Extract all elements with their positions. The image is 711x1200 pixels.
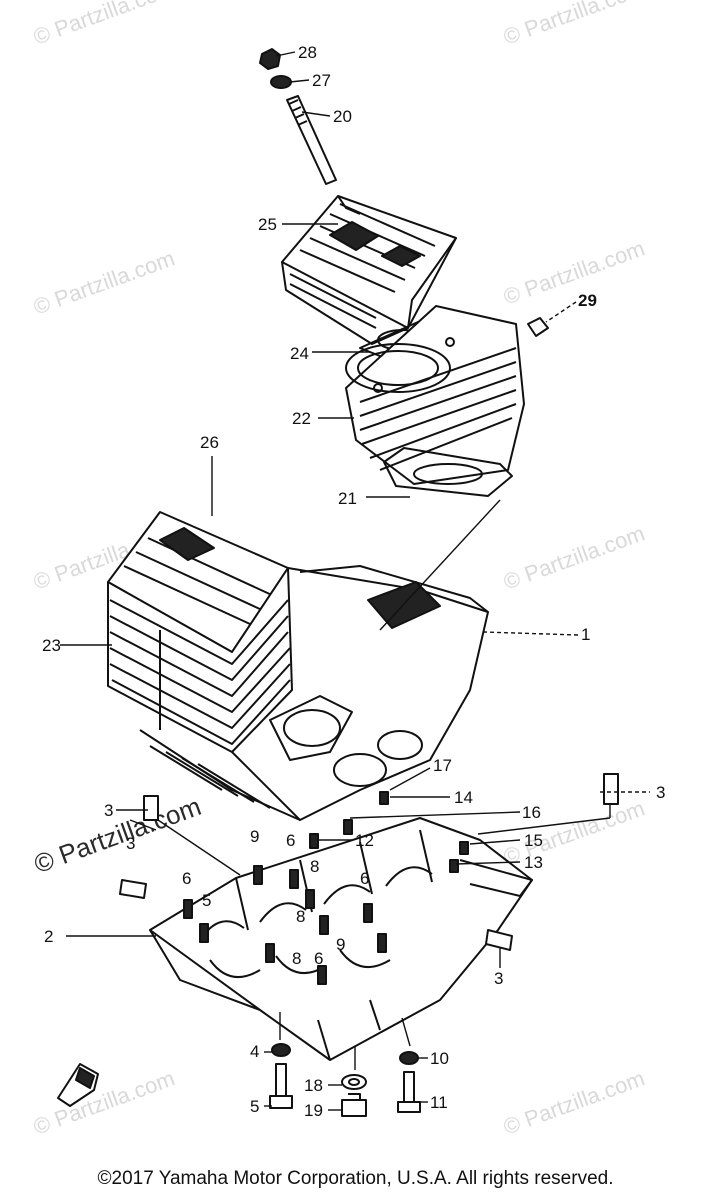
callout-6: 6 — [314, 949, 324, 968]
callout-18: 18 — [304, 1076, 323, 1095]
callout-16: 16 — [522, 803, 541, 822]
callout-8: 8 — [296, 907, 306, 926]
nut-28 — [259, 48, 281, 70]
washer-4 — [271, 1043, 291, 1057]
callout-22: 22 — [292, 409, 311, 428]
callout-4: 4 — [250, 1042, 260, 1061]
callout-27: 27 — [312, 71, 331, 90]
cylinder-head-25 — [281, 195, 457, 345]
crankcase-lower-2 — [149, 817, 533, 1061]
callout-25: 25 — [258, 215, 277, 234]
callout-28: 28 — [298, 43, 317, 62]
callout-14: 14 — [454, 788, 473, 807]
callout-21: 21 — [338, 489, 357, 508]
callout-13: 13 — [524, 853, 543, 872]
base-gasket-21 — [383, 447, 513, 497]
front-arrow-icon — [57, 1063, 99, 1107]
callout-3: 3 — [104, 801, 114, 820]
callout-24: 24 — [290, 344, 309, 363]
callout-11: 11 — [430, 1093, 448, 1112]
copyright-notice: ©2017 Yamaha Motor Corporation, U.S.A. A… — [97, 1168, 614, 1189]
callout-1: 1 — [581, 625, 591, 644]
plug-29 — [527, 317, 549, 337]
callout-6: 6 — [286, 831, 296, 850]
callout-9: 9 — [250, 827, 260, 846]
callout-9: 9 — [336, 935, 346, 954]
callout-23: 23 — [42, 636, 61, 655]
leader-lines — [60, 51, 650, 1111]
cylinder-22 — [345, 305, 525, 485]
bolt-cluster — [183, 791, 469, 985]
callout-3: 3 — [656, 783, 666, 802]
cylinder-23 — [107, 567, 293, 753]
callout-26: 26 — [200, 433, 219, 452]
callout-12: 12 — [355, 831, 374, 850]
callout-10: 10 — [430, 1049, 449, 1068]
callout-5: 5 — [250, 1097, 260, 1116]
callout-17: 17 — [433, 756, 452, 775]
callout-19: 19 — [304, 1101, 323, 1120]
callout-6: 6 — [182, 869, 192, 888]
callout-6: 6 — [360, 869, 370, 888]
callout-3: 3 — [494, 969, 504, 988]
drain-plug-19 — [341, 1093, 367, 1117]
callout-5: 5 — [202, 891, 212, 910]
callout-8: 8 — [310, 857, 320, 876]
bolt-5 — [269, 1063, 293, 1109]
callout-3: 3 — [126, 834, 136, 853]
washer-10 — [399, 1051, 419, 1065]
callout-15: 15 — [524, 831, 543, 850]
callout-8: 8 — [292, 949, 302, 968]
bolt-11 — [397, 1071, 421, 1113]
callout-2: 2 — [44, 927, 54, 946]
washer-27 — [270, 75, 292, 89]
washer-18 — [341, 1074, 367, 1090]
callout-29: 29 — [578, 291, 597, 310]
dowel-pins-3 — [119, 773, 619, 951]
stud-20 — [286, 95, 337, 185]
callout-20: 20 — [333, 107, 352, 126]
